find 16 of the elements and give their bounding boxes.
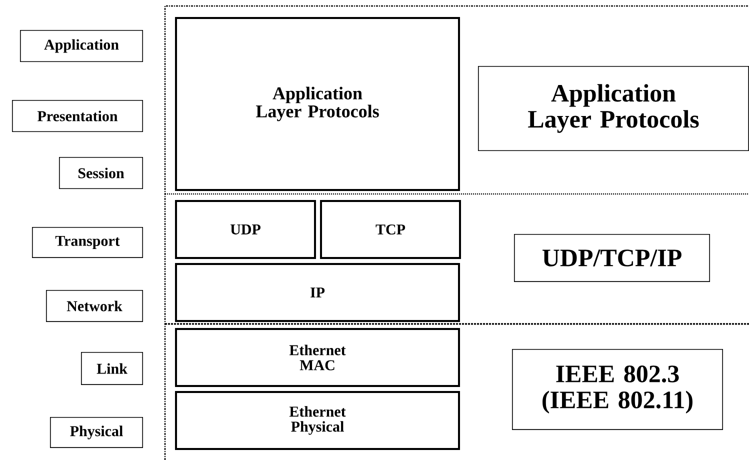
layer-label: Presentation	[12, 100, 144, 132]
protocol-box: Ethernet Physical	[175, 390, 460, 450]
layer-label: Transport	[32, 226, 144, 258]
layer-label: Application	[20, 30, 144, 62]
protocol-box: TCP	[320, 200, 461, 259]
protocol-box: Ethernet MAC	[175, 328, 460, 387]
protocol-box: IP	[175, 262, 460, 322]
protocol-box: Application Layer Protocols	[175, 17, 460, 191]
layer-label: Session	[59, 156, 144, 189]
standard-box: IEEE 802.3 (IEEE 802.11)	[512, 349, 723, 430]
standard-box: Application Layer Protocols	[478, 66, 749, 151]
protocol-box: UDP	[175, 200, 316, 259]
layer-label: Link	[81, 352, 144, 385]
standard-box: UDP/TCP/IP	[514, 234, 710, 282]
layer-label: Network	[46, 290, 144, 322]
layer-label: Physical	[50, 416, 144, 448]
